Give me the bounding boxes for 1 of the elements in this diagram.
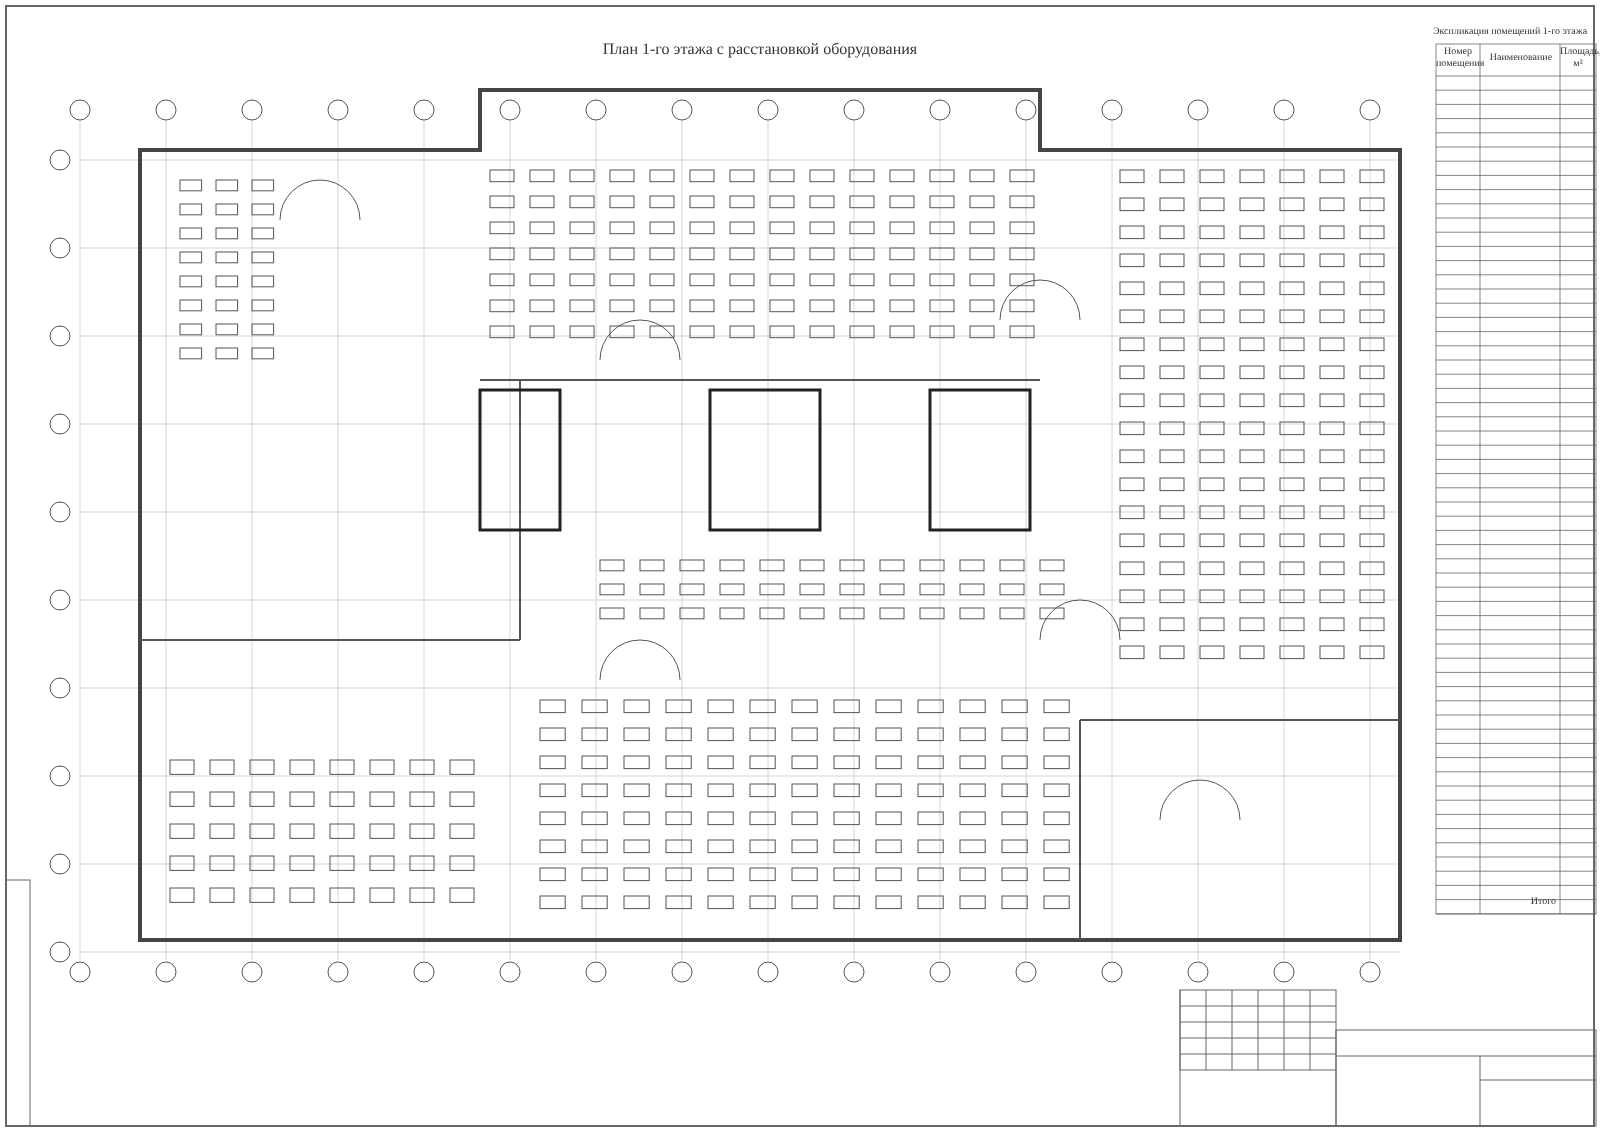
plan-title: План 1-го этажа с расстановкой оборудования (600, 40, 920, 58)
